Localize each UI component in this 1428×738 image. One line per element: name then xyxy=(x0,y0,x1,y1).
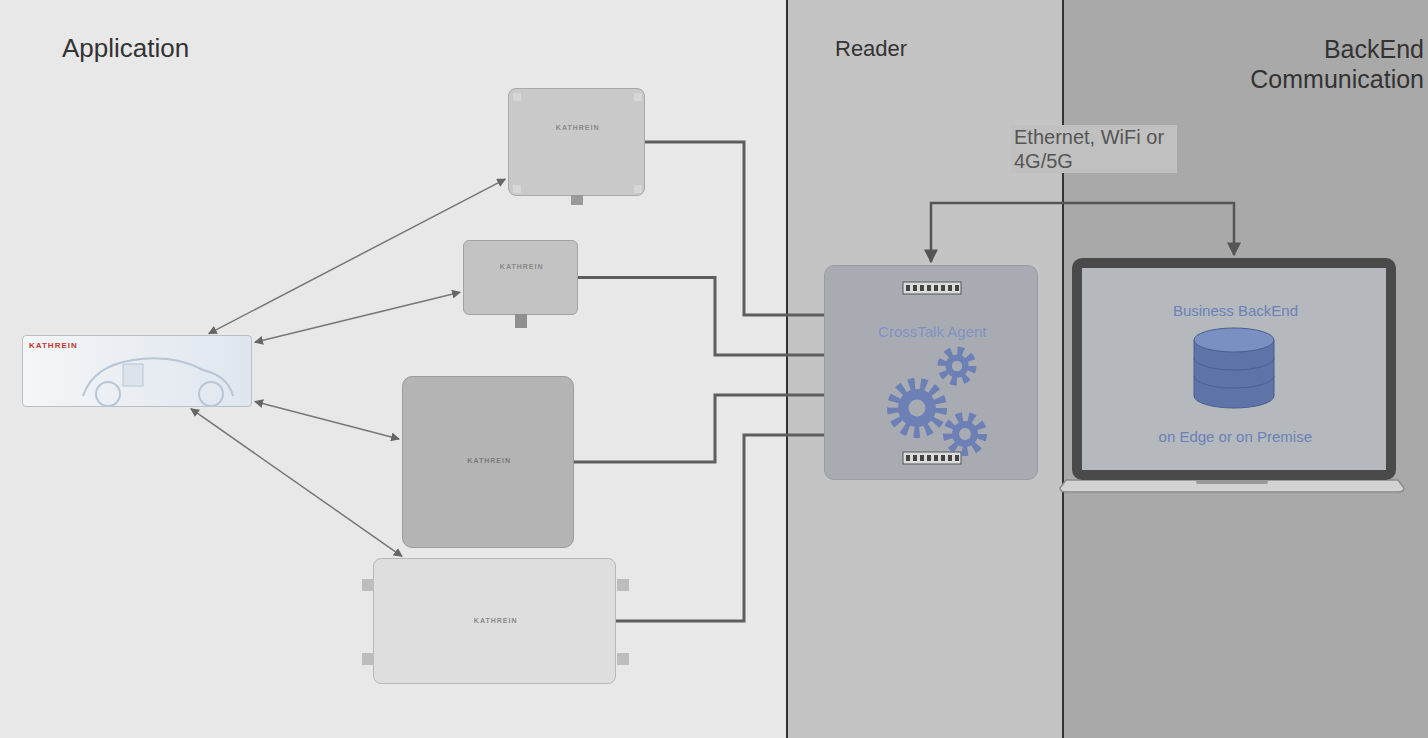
node-label: Business BackEnd xyxy=(1171,302,1299,320)
antenna: KATHREIN xyxy=(402,376,574,548)
antenna: KATHREIN xyxy=(508,88,645,196)
reader-band: ReaderCrossTalk Agent xyxy=(786,0,1062,738)
brand-logo: KATHREIN xyxy=(29,341,80,351)
antenna-cable xyxy=(616,435,824,621)
antenna: KATHREIN xyxy=(373,558,616,684)
device-illustration xyxy=(1082,268,1406,490)
band-heading: BackEnd Communication xyxy=(1194,34,1424,94)
device-illustration xyxy=(509,89,646,197)
antenna-cable xyxy=(574,395,824,462)
antenna: KATHREIN xyxy=(463,240,578,315)
antenna-cable xyxy=(578,278,824,356)
link-label: Ethernet, WiFi or 4G/5G xyxy=(1011,125,1177,173)
rfid-tag: KATHREIN xyxy=(22,335,252,407)
brand-logo: KATHREIN xyxy=(466,457,512,465)
rf-link xyxy=(255,292,460,342)
node-label: on Edge or on Premise xyxy=(1157,428,1313,446)
brand-logo: KATHREIN xyxy=(499,263,545,271)
network-link xyxy=(931,203,1234,262)
band-heading: Application xyxy=(62,33,362,64)
backend-band: BackEnd CommunicationBusiness BackEnd on … xyxy=(1062,0,1428,738)
brand-logo: KATHREIN xyxy=(473,617,519,625)
reader-device: CrossTalk Agent xyxy=(824,265,1038,480)
laptop-screen: Business BackEnd on Edge or on Premise xyxy=(1072,258,1396,480)
antenna-cable xyxy=(645,142,824,315)
rf-link xyxy=(191,409,402,557)
rf-link xyxy=(209,179,506,334)
node-label: CrossTalk Agent xyxy=(877,323,988,341)
application-band: ApplicationKATHREIN KATHREIN KATHREIN KATHR… xyxy=(0,0,786,738)
brand-logo: KATHREIN xyxy=(555,124,601,132)
device-illustration xyxy=(464,241,579,316)
band-heading: Reader xyxy=(835,36,1035,62)
device-illustration xyxy=(825,266,1039,481)
rf-link xyxy=(255,402,399,439)
